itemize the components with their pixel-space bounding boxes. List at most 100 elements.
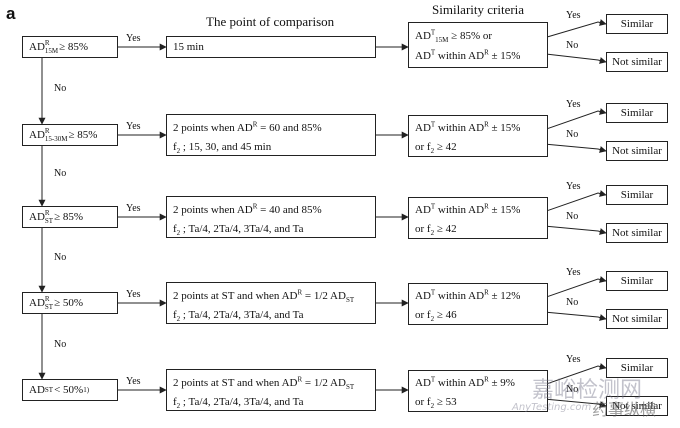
criteria-line-1-t3: ± 15% <box>488 122 521 134</box>
header-criteria: Similarity criteria <box>432 2 525 17</box>
criteria-line-1-sup2: R <box>484 120 489 129</box>
condition-post: ≥ 50% <box>54 297 84 309</box>
yes-label-result-4: Yes <box>566 267 581 278</box>
criteria-line-1-t1: AD <box>415 290 431 302</box>
criteria-line-2-t1: or f <box>415 309 431 321</box>
condition-sub: ST <box>44 303 54 311</box>
connector-polyline <box>547 398 607 408</box>
yes-label-result-5: Yes <box>566 354 581 365</box>
criteria-line-2: ADT within ADR ± 15% <box>415 46 547 66</box>
condition-post: ≥ 85% <box>68 129 98 141</box>
connector-polyline <box>547 311 607 321</box>
criteria-box-4: ADT within ADR ± 12%or f2 ≥ 46 <box>408 283 548 325</box>
yes-label-result-2: Yes <box>566 99 581 110</box>
comparison-line-1-t1: 2 points when AD <box>173 204 253 216</box>
comparison-box-1: 15 min <box>166 36 376 58</box>
criteria-line-1: ADT within ADR ± 9% <box>415 374 547 393</box>
comparison-line-1-sub2: ST <box>345 383 355 392</box>
comparison-box-3: 2 points when ADR = 40 and 85%f2 ; Ta/4,… <box>166 196 376 238</box>
yes-label-condition-3: Yes <box>126 203 141 214</box>
criteria-line-2-t1: or f <box>415 141 431 153</box>
condition-post: < 50% <box>54 384 84 396</box>
comparison-line-1-t2: = 40 and 85% <box>257 204 322 216</box>
criteria-line-2: or f2 ≥ 46 <box>415 306 547 325</box>
criteria-line-2-t2: ≥ 53 <box>434 396 457 408</box>
criteria-line-1-sub1: 15M <box>435 36 449 45</box>
comparison-line-1-t1: 2 points when AD <box>173 122 253 134</box>
criteria-line-1-t2: within AD <box>435 290 485 302</box>
comparison-line-1-t2: = 1/2 AD <box>302 377 346 389</box>
result-not-similar-1: Not similar <box>606 52 668 72</box>
comparison-box-2: 2 points when ADR = 60 and 85%f2 ; 15, 3… <box>166 114 376 156</box>
comparison-line-2-t1: f <box>173 141 177 153</box>
criteria-line-1-sup2: R <box>484 202 489 211</box>
comparison-line-1: 15 min <box>173 39 375 55</box>
condition-pre: AD <box>29 129 45 141</box>
no-label-down-2: No <box>54 168 67 179</box>
condition-pre: AD <box>29 41 45 53</box>
yes-label-result-3: Yes <box>566 181 581 192</box>
criteria-line-1-sup1: T <box>430 28 436 37</box>
condition-post: ≥ 85% <box>59 41 89 53</box>
comparison-line-1-sub2: ST <box>345 296 355 305</box>
criteria-line-2-t3: ± 15% <box>488 50 521 62</box>
no-label-down-1: No <box>54 83 67 94</box>
result-similar-5: Similar <box>606 358 668 378</box>
criteria-line-1-t3: ± 9% <box>488 377 515 389</box>
comparison-line-1: 2 points when ADR = 40 and 85% <box>173 201 375 220</box>
comparison-line-2-sub1: 2 <box>176 229 181 238</box>
result-similar-4: Similar <box>606 271 668 291</box>
comparison-line-2-t1: f <box>173 396 177 408</box>
criteria-line-2-t1: or f <box>415 396 431 408</box>
panel-label: a <box>6 4 16 23</box>
condition-sub: 15-30M <box>44 135 68 143</box>
no-label-result-4: No <box>566 297 579 308</box>
criteria-line-2-sup2: R <box>484 48 489 57</box>
watermark-url: AnyTesting.com <box>512 402 592 413</box>
no-label-result-3: No <box>566 211 579 222</box>
condition-sub: ST <box>44 217 54 225</box>
criteria-line-1-t1: AD <box>415 122 431 134</box>
comparison-line-2: f2 ; Ta/4, 2Ta/4, 3Ta/4, and Ta <box>173 220 375 239</box>
comparison-line-1-sup1: R <box>297 375 303 384</box>
criteria-line-1-sup2: R <box>484 375 489 384</box>
criteria-line-1-t3: ± 12% <box>488 290 521 302</box>
criteria-line-2-sub1: 2 <box>430 402 435 411</box>
connector-polyline <box>547 276 607 297</box>
no-label-result-5: No <box>566 384 579 395</box>
condition-sup: R <box>44 209 50 217</box>
criteria-box-5: ADT within ADR ± 9% or f2 ≥ 53 <box>408 370 548 412</box>
criteria-line-2-t2: ≥ 42 <box>434 141 457 153</box>
yes-label-result-1: Yes <box>566 10 581 21</box>
no-label-down-4: No <box>54 338 67 350</box>
condition-sup: R <box>44 295 50 303</box>
comparison-line-1-sup1: R <box>297 288 303 297</box>
watermark-site: 嘉峪检测网 <box>532 378 643 403</box>
comparison-line-1: 2 points at ST and when ADR = 1/2 ADST <box>173 287 375 306</box>
no-label-down-3: No <box>54 252 67 263</box>
criteria-line-2-sub1: 2 <box>430 229 435 238</box>
criteria-line-1-t1: AD <box>415 204 431 216</box>
condition-supsub: ST <box>45 386 53 394</box>
criteria-line-1: ADT15M ≥ 85% or <box>415 26 547 46</box>
criteria-line-2: or f2 ≥ 42 <box>415 220 547 239</box>
comparison-line-1-sup1: R <box>252 120 258 129</box>
comparison-line-1-sup1: R <box>252 202 258 211</box>
yes-label-condition-4: Yes <box>126 289 141 300</box>
comparison-line-2-t2: ; 15, 30, and 45 min <box>180 141 272 153</box>
comparison-line-2-t2: ; Ta/4, 2Ta/4, 3Ta/4, and Ta <box>180 396 304 408</box>
condition-post: ≥ 85% <box>54 211 84 223</box>
connector-polyline <box>547 19 607 38</box>
watermark-brand: 药事纵横 <box>592 400 657 419</box>
criteria-line-1-sup2: R <box>484 288 489 297</box>
comparison-line-2: f2 ; 15, 30, and 45 min <box>173 138 375 157</box>
